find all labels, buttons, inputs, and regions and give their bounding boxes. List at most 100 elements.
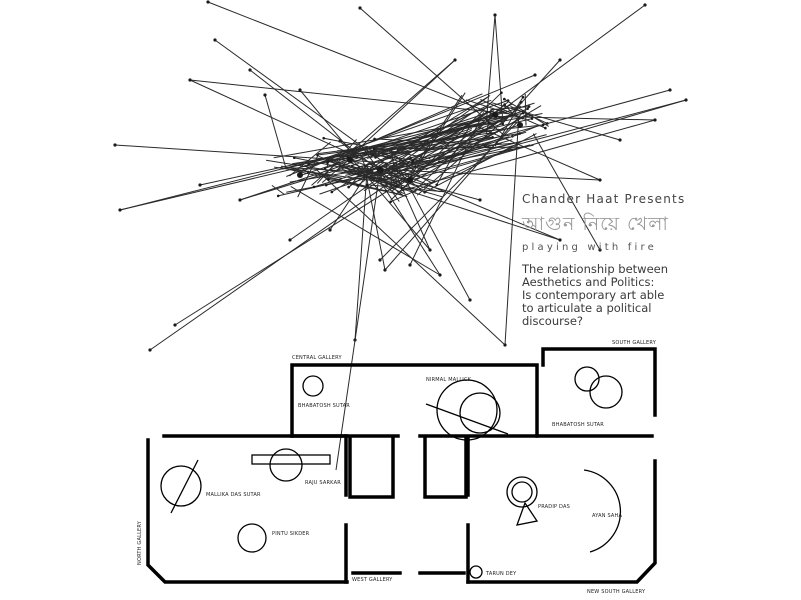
network-node	[546, 122, 549, 125]
network-hub	[492, 112, 498, 118]
network-edge	[331, 159, 372, 173]
network-edge	[361, 146, 414, 165]
floor-plan: CENTRAL GALLERY SOUTH GALLERY WEST GALLE…	[137, 340, 657, 595]
network-node	[213, 38, 217, 42]
network-edge	[362, 108, 528, 180]
network-node	[435, 183, 439, 187]
central-gallery-label: CENTRAL GALLERY	[292, 355, 342, 361]
network-edge	[375, 177, 443, 198]
network-node	[530, 117, 534, 120]
network-node	[521, 95, 525, 99]
bengali-title: আগুন নিয়ে খেলা	[522, 213, 669, 235]
network-node	[330, 190, 334, 194]
network-edge	[491, 102, 621, 141]
network-edge	[406, 99, 687, 182]
network-edge	[418, 134, 547, 169]
network-node	[503, 103, 506, 106]
question-text: The relationship between Aesthetics and …	[522, 263, 692, 328]
presenter-text: Chander Haat Presents	[522, 192, 686, 206]
title-block: Chander Haat Presents আগুন নিয়ে খেলা pl…	[522, 192, 792, 328]
network-edge	[405, 168, 433, 184]
network-hub	[407, 177, 413, 183]
artist-pradip-das: PRADIP DAS	[538, 504, 570, 510]
network-hub	[297, 172, 303, 178]
network-node	[526, 107, 529, 110]
network-edge	[207, 1, 505, 120]
network-node	[173, 323, 177, 327]
network-edge	[266, 159, 399, 182]
network-edge	[315, 168, 506, 346]
network-edge	[359, 147, 423, 171]
network-node	[618, 138, 622, 142]
network-node	[503, 343, 507, 347]
network-hub	[347, 157, 353, 163]
network-node	[358, 6, 362, 10]
network-node	[288, 238, 292, 242]
network-edge	[390, 89, 671, 167]
network-node	[328, 228, 332, 232]
network-edge	[319, 136, 493, 160]
network-node	[428, 248, 432, 252]
artist-tarun-dey: TARUN DEY	[485, 571, 517, 577]
network-node	[411, 159, 415, 162]
network-edge	[354, 165, 368, 341]
network-node	[293, 156, 296, 159]
network-node	[365, 183, 369, 187]
network-node	[312, 185, 316, 189]
network-node	[533, 73, 537, 77]
english-subtitle: playing with fire	[522, 242, 657, 253]
network-edge	[335, 169, 381, 471]
network-edge	[512, 124, 540, 137]
network-node	[453, 58, 457, 62]
question-line: to articulate a political	[522, 301, 652, 315]
network-node	[598, 178, 602, 182]
network-edge	[363, 166, 386, 271]
network-node	[373, 137, 376, 141]
network-node	[558, 238, 562, 242]
artist-bhabatosh-sutar-south: BHABATOSH SUTAR	[552, 422, 604, 428]
network-edge	[412, 109, 493, 161]
network-node	[668, 88, 672, 92]
artist-bhabatosh-sutar-central: BHABATOSH SUTAR	[298, 403, 350, 409]
new-south-gallery-label: NEW SOUTH GALLERY	[587, 589, 646, 595]
network-node	[198, 183, 202, 187]
network-node	[298, 88, 302, 92]
network-edge	[390, 144, 519, 203]
network-edge	[328, 160, 441, 193]
network-edge	[504, 115, 520, 346]
west-gallery-label: WEST GALLERY	[352, 577, 393, 583]
network-node	[468, 298, 472, 302]
network-edge	[294, 157, 386, 177]
network-node	[347, 185, 350, 189]
network-node	[316, 153, 319, 157]
network-node	[206, 0, 210, 4]
network-edge	[477, 126, 601, 181]
network-node	[118, 208, 122, 212]
network-edge	[239, 163, 359, 201]
network-node	[501, 122, 505, 126]
network-node	[478, 198, 482, 202]
network-node	[653, 118, 657, 122]
network-edge	[390, 114, 512, 187]
network-node	[327, 178, 330, 181]
question-line: Aesthetics and Politics:	[522, 275, 655, 289]
network-edge	[357, 157, 395, 186]
network-edge	[313, 125, 519, 188]
network-edge	[364, 174, 417, 193]
network-node	[188, 78, 192, 82]
network-node	[383, 268, 387, 272]
network-edge	[379, 165, 436, 182]
network-node	[389, 200, 392, 204]
network-edge	[512, 96, 524, 113]
network-edge	[504, 104, 515, 116]
network-node	[378, 258, 382, 262]
network-edge	[491, 106, 530, 111]
south-gallery-label: SOUTH GALLERY	[612, 340, 657, 346]
network-node	[327, 160, 330, 163]
network-node	[500, 91, 503, 94]
network-edge	[436, 126, 471, 186]
north-gallery-label: NORTH GALLERY	[137, 520, 143, 565]
network-node	[518, 132, 522, 135]
network-edge	[271, 184, 285, 195]
